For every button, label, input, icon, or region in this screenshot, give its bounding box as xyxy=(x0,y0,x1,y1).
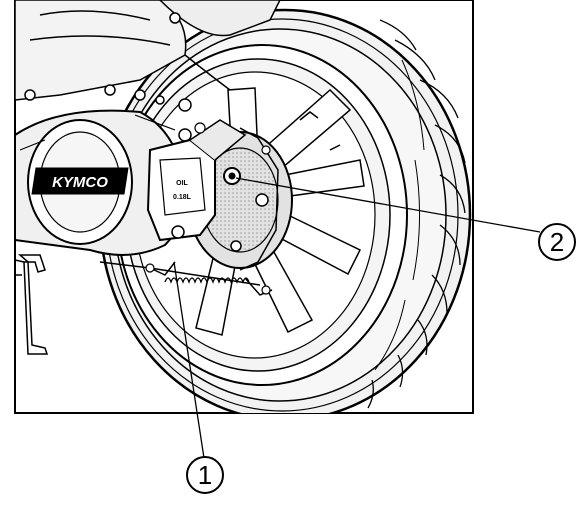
callout-1-number: 1 xyxy=(198,460,212,490)
scooter-body xyxy=(15,0,281,142)
brand-text: KYMCO xyxy=(52,174,108,191)
callout-1: 1 xyxy=(186,456,224,494)
side-stand xyxy=(15,254,49,355)
callout-2-number: 2 xyxy=(550,227,564,257)
oil-label: OIL xyxy=(176,180,188,187)
callout-1-leader xyxy=(173,261,205,459)
callout-2-leader xyxy=(235,177,541,233)
kymco-badge: KYMCO xyxy=(31,167,129,195)
callout-2: 2 xyxy=(538,223,576,261)
axle-nut xyxy=(223,167,241,185)
gear-case: OIL 0.18L xyxy=(146,119,247,242)
oil-capacity: 0.18L xyxy=(173,194,192,201)
brake-arm-spring xyxy=(99,261,273,296)
